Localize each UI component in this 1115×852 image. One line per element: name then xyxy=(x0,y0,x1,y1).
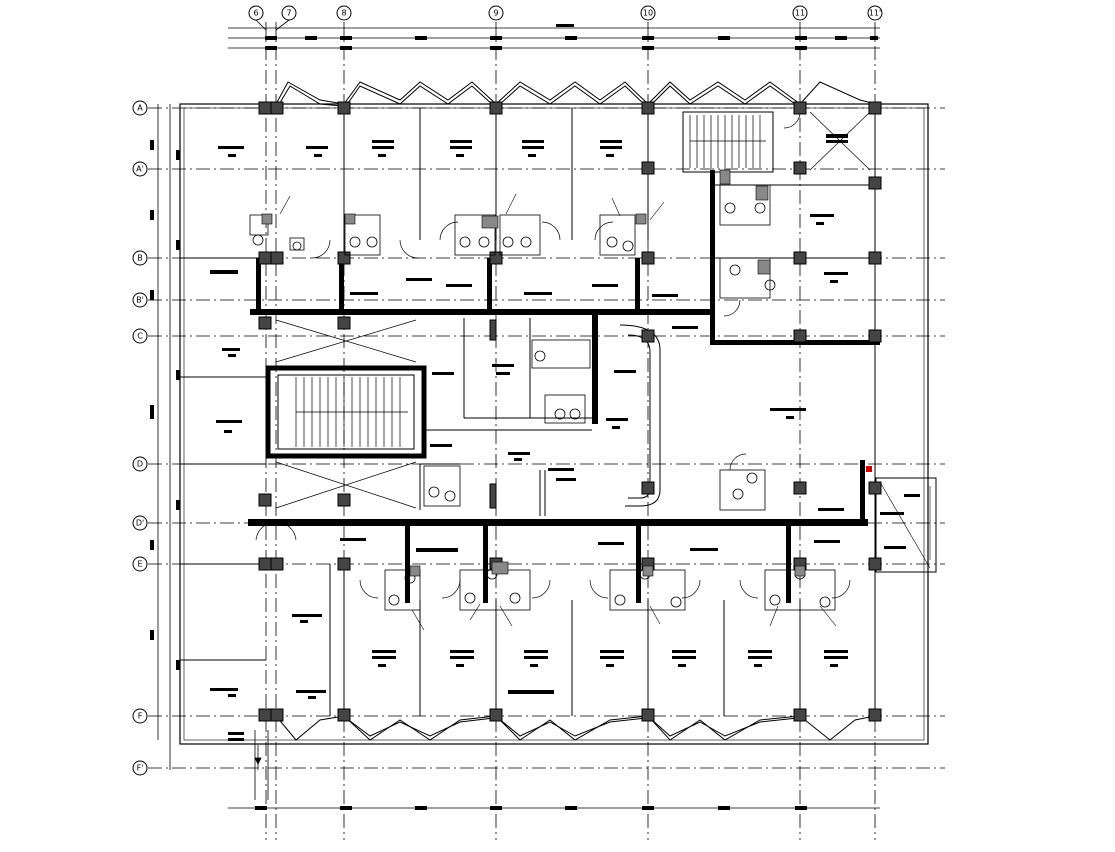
grid-col-label: 8 xyxy=(341,9,346,18)
grid-bubble-col-11p: 11' xyxy=(867,5,883,21)
interior-partitions xyxy=(329,108,876,716)
curved-corridor xyxy=(619,324,661,507)
column-grid-bubbles: 6 7 8 9 10 11 11' xyxy=(248,5,883,31)
shaft-bottom-right xyxy=(875,477,937,573)
bottom-bay-windows xyxy=(275,715,876,741)
grid-col-label: 11' xyxy=(869,9,881,18)
grid-bubble-row-b-prime: B' xyxy=(132,292,148,308)
grid-bubble-col-7: 7 xyxy=(281,5,297,21)
grid-bubble-row-d: D xyxy=(132,456,148,472)
grid-col-label: 9 xyxy=(493,9,498,18)
grid-bubble-row-d-prime: D' xyxy=(132,515,148,531)
grid-bubble-row-a-prime: A' xyxy=(132,161,148,177)
stair-run-bottom-left xyxy=(254,730,269,800)
grid-row-label: A' xyxy=(136,165,144,174)
grid-row-label: C xyxy=(137,332,143,341)
top-bay-windows xyxy=(275,81,876,107)
leader-callouts xyxy=(279,193,837,631)
grid-bubble-row-b: B xyxy=(132,250,148,266)
grid-bubble-col-6: 6 xyxy=(248,5,264,21)
bottom-bathroom-fixtures xyxy=(384,568,836,611)
hatched-shafts xyxy=(261,169,806,577)
grid-col-label: 11 xyxy=(795,9,805,18)
grid-row-label: D xyxy=(137,460,143,469)
grid-col-label: 6 xyxy=(253,9,258,18)
grid-bubble-col-9: 9 xyxy=(488,5,504,21)
grid-bubble-row-c: C xyxy=(132,328,148,344)
exterior-walls xyxy=(179,103,929,745)
main-stair-core xyxy=(265,319,427,509)
grid-row-label: D' xyxy=(136,519,144,528)
grid-row-label: E xyxy=(137,560,142,569)
grid-bubble-col-11: 11 xyxy=(792,5,808,21)
grid-row-label: F xyxy=(138,712,143,721)
door-swings xyxy=(255,111,851,599)
grid-bubble-row-f: F xyxy=(132,708,148,724)
accent-marker xyxy=(866,466,872,472)
grid-row-label: B xyxy=(137,254,143,263)
grid-col-label: 10 xyxy=(643,9,653,18)
bathroom-fixtures xyxy=(249,184,776,511)
dimension-lines xyxy=(157,27,880,809)
grid-bubble-row-a: A xyxy=(132,100,148,116)
grid-row-label: F' xyxy=(137,764,144,773)
grid-bubble-row-f-prime: F' xyxy=(132,760,148,776)
room-annotation-marks xyxy=(210,24,920,741)
grid-row-label: B' xyxy=(136,296,144,305)
grid-row-label: A xyxy=(137,104,143,113)
structural-columns xyxy=(258,101,882,722)
grid-bubble-col-10: 10 xyxy=(640,5,656,21)
grid-bubble-row-e: E xyxy=(132,556,148,572)
row-grid-bubbles: A A' B B' C D D' E F F' xyxy=(132,100,148,776)
grid-col-label: 7 xyxy=(286,9,291,18)
grid-bubble-col-8: 8 xyxy=(336,5,352,21)
